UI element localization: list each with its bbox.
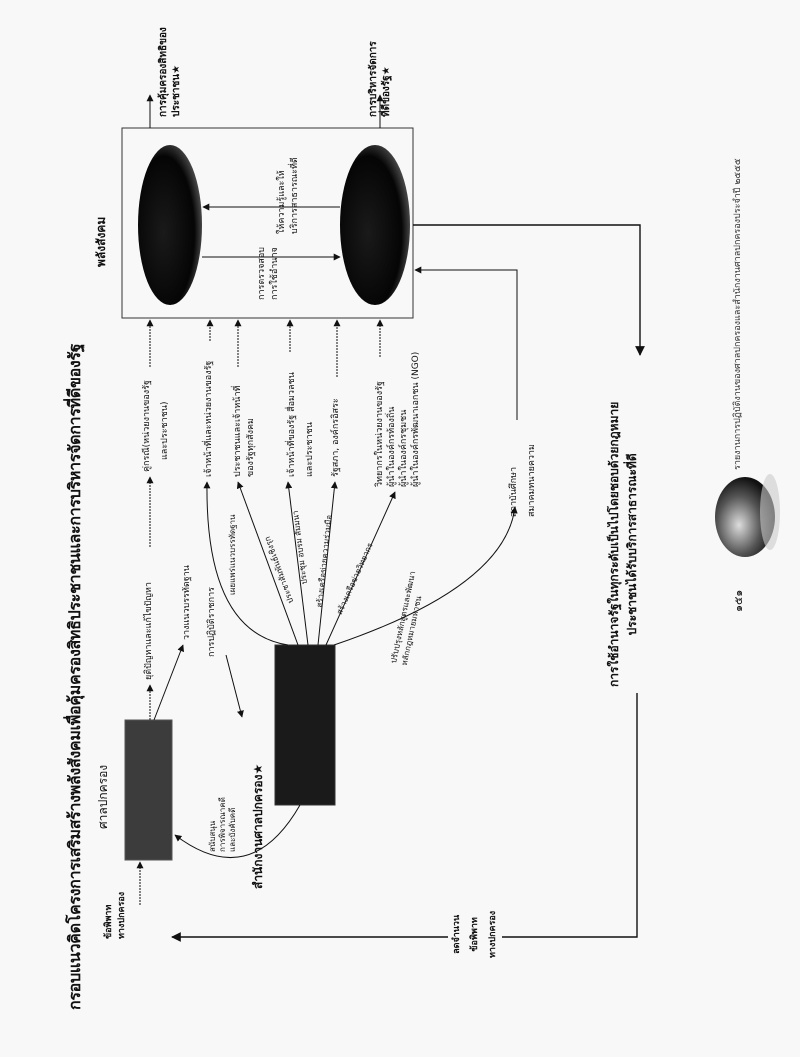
precedent-arrow xyxy=(153,644,184,721)
practice-arrow xyxy=(225,654,244,718)
target-1: เจ้าหน้าที่และหน่วยงานของรัฐ xyxy=(204,360,214,477)
court-label: ศาลปกครอง xyxy=(96,764,110,829)
practice-label: การปฏิบัติราชการ xyxy=(207,587,217,657)
channel-line-3 xyxy=(285,481,309,646)
output-governance-label: การบริหารจัดการที่ดีของรัฐ★ xyxy=(368,41,392,117)
footer-report-title: รายงานการปฏิบัติงานของศาลปกครองและสำนักง… xyxy=(733,158,743,470)
social-power-box xyxy=(121,127,414,319)
target-4: รัฐสภา, องค์กรอิสระ xyxy=(331,398,341,477)
academia-arrow xyxy=(414,266,518,420)
dispute-input-label: ข้อพิพาททางปกครอง xyxy=(104,891,127,939)
channel-line-6 xyxy=(333,506,518,646)
good-governance-ellipse xyxy=(340,145,410,305)
inner-audit-label: การตรวจสอบการใช้อำนาจ xyxy=(257,247,280,300)
court-box xyxy=(124,719,173,861)
channel-line-4 xyxy=(317,481,338,646)
page-number: ๑๕๑ xyxy=(732,589,745,612)
target-3: เจ้าหน้าที่ของรัฐ สื่อมวลชนและประชาชน xyxy=(287,372,315,477)
social-power-label: พลังสังคม xyxy=(94,216,108,267)
page-title: กรอบแนวคิดโครงการเสริมสร้างพลังสังคมเพื่… xyxy=(65,343,84,1010)
output-rights-label: การคุ้มครองสิทธิของประชาชน★ xyxy=(158,27,182,117)
target-2: ประชาชนและเจ้าหน้าที่ของรัฐทุกสังคม xyxy=(233,385,256,477)
office-box xyxy=(274,644,336,806)
office-label: สำนักงานศาลปกครอง★ xyxy=(251,763,265,889)
channel-label-1: เผยแพร่แนวบรรทัดฐาน xyxy=(228,514,237,595)
court-result-label: ยุติปัญหาและแก้ไขปัญหา xyxy=(144,582,154,680)
support-curve xyxy=(174,804,301,858)
channel-line-5 xyxy=(325,491,396,646)
report-logo xyxy=(715,474,780,557)
precedent-label: วางแนวบรรทัดฐาน xyxy=(182,565,192,640)
reduce-disputes-label: ลดจำนวนข้อพิพาททางปกครอง xyxy=(448,907,502,961)
channel-line-1 xyxy=(203,481,289,646)
channel-line-2 xyxy=(236,481,299,646)
reduce-disputes-line xyxy=(171,693,638,942)
support-label: สนับสนุนการพิจารณาคดีและบังคับคดี xyxy=(208,797,237,852)
target-6: สถาบันศึกษาสมาคมทนายความ xyxy=(509,444,537,517)
target-5: วิทยากรในหน่วยงานของรัฐผู้นำในองค์กรท้อง… xyxy=(375,351,421,487)
parties-label: คู่กรณี(หน่วยงานของรัฐและประชาชน) xyxy=(142,380,170,472)
citizen-rights-ellipse xyxy=(138,145,202,305)
outcome-arrow xyxy=(413,224,645,356)
outcome-label: การใช้อำนาจรัฐในทุกระดับเป็นไปโดยชอบด้วย… xyxy=(607,401,639,687)
inner-service-label: ให้ความรู้และให้บริการสาธารณะที่ดี xyxy=(277,157,300,234)
